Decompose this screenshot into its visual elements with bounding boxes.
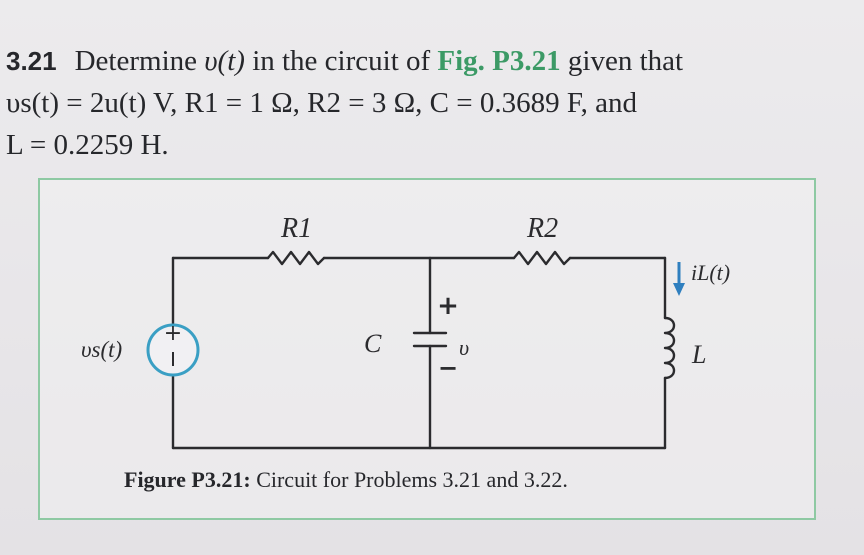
caption-text: Circuit for Problems 3.21 and 3.22. (250, 467, 568, 492)
inductor-symbol (663, 316, 676, 380)
figure-reference-link[interactable]: Fig. P3.21 (437, 45, 561, 77)
voltage-v-label: υ (459, 335, 469, 360)
problem-line-1: 3.21 Determine υ(t) in the circuit of Fig… (6, 40, 856, 82)
problem-text-c: given that (560, 45, 684, 77)
problem-text-a: Determine (74, 45, 205, 77)
source-label: υs(t) (81, 337, 122, 362)
problem-statement: 3.21 Determine υ(t) in the circuit of Fig… (6, 40, 856, 166)
resistor-r1-symbol (266, 250, 326, 266)
inductor-label: L (691, 340, 706, 369)
current-arrow-icon (673, 283, 685, 296)
resistor-r2-symbol (512, 250, 572, 266)
capacitor-label: C (364, 329, 382, 358)
problem-line-3: L = 0.2259 H. (6, 129, 169, 161)
figure-caption: Figure P3.21: Circuit for Problems 3.21 … (124, 467, 568, 493)
problem-text-b: in the circuit of (244, 45, 438, 77)
current-il-label: iL(t) (691, 260, 730, 285)
r2-label: R2 (526, 213, 558, 244)
problem-var: υ(t) (204, 45, 245, 77)
voltage-minus-sign: − (438, 354, 458, 382)
caption-label: Figure P3.21: (124, 467, 251, 492)
r1-label: R1 (280, 213, 312, 244)
problem-number: 3.21 (6, 46, 57, 76)
problem-line-2: υs(t) = 2u(t) V, R1 = 1 Ω, R2 = 3 Ω, C =… (6, 87, 638, 119)
source-plus-sign: + (164, 321, 182, 346)
voltage-source-symbol (146, 323, 200, 377)
voltage-plus-sign: + (437, 291, 459, 321)
